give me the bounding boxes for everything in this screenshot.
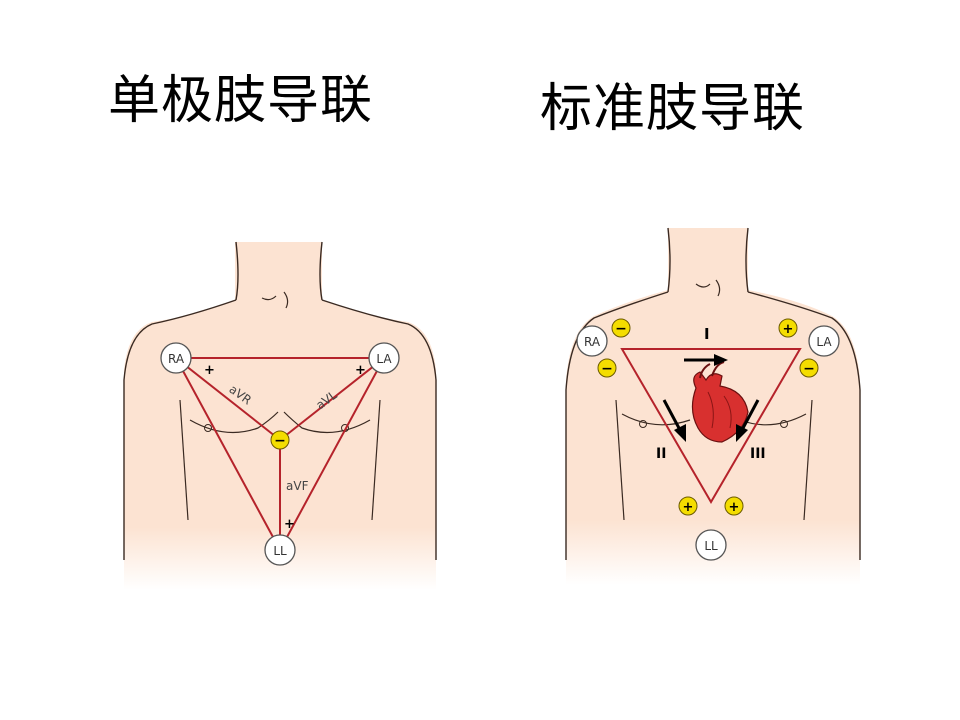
lead-i-label: I [704, 325, 710, 343]
polarity-marker-la-iii-minus: − [799, 358, 819, 378]
ra-electrode [576, 325, 608, 357]
ra-electrode-label: RA [584, 335, 601, 349]
central-terminal-electrode [270, 430, 290, 450]
polarity-marker-ra-i-minus: − [611, 318, 631, 338]
central-minus-sign: − [274, 433, 286, 449]
lead-ii-arrow [662, 399, 686, 442]
standard-diagram: I II III RA LA LL − − + − + [565, 227, 861, 585]
avf-plus-sign: + [284, 517, 295, 532]
avl-plus-sign: + [355, 363, 366, 378]
torso-figure [123, 241, 437, 590]
svg-text:−: − [601, 361, 613, 377]
la-electrode [808, 325, 840, 357]
polarity-marker-ll-ii-plus: + [678, 496, 698, 516]
ra-electrode [160, 342, 192, 374]
avr-plus-sign: + [204, 363, 215, 378]
lead-iii-label: III [750, 446, 766, 462]
ll-electrode-label: LL [704, 539, 718, 553]
avr-line [175, 357, 281, 441]
lead-iii-arrow [736, 399, 760, 442]
svg-text:+: + [729, 500, 740, 515]
polarity-marker-ll-iii-plus: + [724, 496, 744, 516]
einthoven-triangle [620, 348, 802, 504]
ll-electrode-label: LL [273, 544, 287, 558]
la-ll-line [279, 357, 385, 551]
la-electrode [368, 342, 400, 374]
ll-electrode [264, 534, 296, 566]
unipolar-diagram: − RA LA LL + + + aVR aVL aVF [123, 241, 437, 590]
svg-text:+: + [683, 500, 694, 515]
polarity-marker-la-i-plus: + [778, 318, 798, 338]
svg-text:+: + [783, 322, 794, 337]
la-electrode-label: LA [816, 335, 832, 349]
avf-label: aVF [286, 479, 309, 493]
svg-text:−: − [615, 321, 627, 337]
svg-text:−: − [803, 361, 815, 377]
polarity-marker-ra-ii-minus: − [597, 358, 617, 378]
unipolar-limb-leads-title: 单极肢导联 [108, 71, 374, 131]
ra-ll-line [175, 357, 281, 551]
lead-i-arrow [684, 354, 728, 366]
heart-illustration [691, 361, 749, 443]
la-electrode-label: LA [376, 352, 392, 366]
ra-electrode-label: RA [168, 352, 185, 366]
avl-line [279, 357, 385, 441]
lead-ii-label: II [656, 446, 666, 462]
ll-electrode [695, 529, 727, 561]
standard-limb-leads-title: 标准肢导联 [540, 79, 806, 139]
